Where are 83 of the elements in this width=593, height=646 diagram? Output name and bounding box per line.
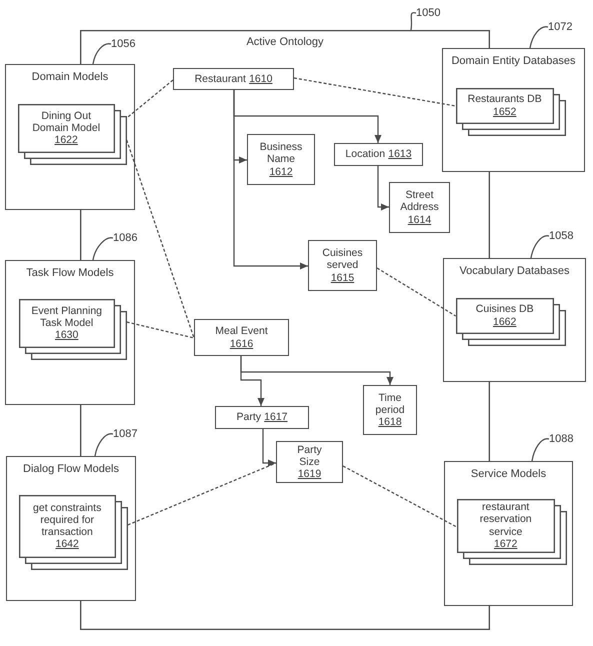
arrow [240,356,264,406]
reference-number: 1642 [56,538,79,551]
node-label: Party Size [296,444,323,468]
leader-line [529,26,548,48]
frame-title: Active Ontology [246,36,324,48]
leader-line [531,438,550,462]
concept-box [334,143,423,166]
group-panel [5,260,135,405]
group-panel [444,461,573,606]
panel-title: Vocabulary Databases [459,265,570,277]
reference-number: 1662 [493,316,516,328]
reference-number: 1619 [298,468,322,480]
arrow [262,429,276,466]
reference-number: 1617 [264,411,288,424]
group-panel [6,456,136,601]
connector-line [127,462,276,526]
leader-line [92,237,114,260]
node-label: Cuisines served [321,247,364,272]
concept-box [194,319,289,356]
node-label: Event Planning Task Model [30,304,103,330]
stacked-cards [18,494,128,570]
node-label: Restaurant [194,72,246,85]
callout-number: 1050 [416,6,440,20]
reference-number: 1618 [378,416,402,428]
node-label: Street Address [399,189,440,214]
stacked-cards [456,498,567,565]
stacked-cards [18,104,127,165]
arrow [233,90,308,270]
node-label: Location [345,148,386,160]
leader-line [410,12,416,30]
leader-line [94,433,114,456]
leader-line [92,43,112,64]
concept-box [308,240,377,291]
connector-line [126,80,174,118]
callout-number: 1058 [549,229,574,243]
node-label: Restaurants DB [468,93,542,106]
callout-number: 1088 [549,432,574,446]
node-label: restaurant reservation service [478,501,533,538]
reference-number: 1616 [230,338,254,350]
callout-number: 1056 [111,37,136,51]
node-label: Cuisines DB [476,303,534,316]
arrow [377,166,389,210]
reference-number: 1615 [330,272,354,284]
panel-title: Domain Entity Databases [451,55,576,67]
reference-number: 1630 [55,329,78,342]
node-label: get constraints required for transaction [32,502,102,538]
node-label: Party [236,411,261,424]
panel-title: Domain Models [32,71,108,83]
panel-title: Task Flow Models [26,267,114,279]
connector-line [376,267,456,317]
group-panel [442,48,585,172]
concept-box [247,134,315,185]
reference-number: 1672 [494,538,518,550]
group-panel [443,258,586,382]
stacked-cards [456,298,566,346]
callout-number: 1072 [548,20,572,34]
node-label: Dining Out Domain Model [31,110,102,134]
concept-box [215,406,309,429]
connector-line [342,465,457,528]
stacked-cards [456,88,566,136]
reference-number: 1622 [54,134,78,147]
panel-title: Service Models [470,468,546,480]
connector-line [294,77,456,107]
leader-line [530,235,550,258]
node-label: Meal Event [215,325,268,338]
callout-number: 1086 [113,231,138,245]
panel-title: Dialog Flow Models [23,463,119,475]
reference-number: 1614 [408,214,432,226]
group-panel [5,64,135,210]
node-label: Business Name [258,141,304,166]
node-label: Time period [374,392,406,416]
reference-number: 1613 [388,148,412,160]
concept-box [276,441,343,483]
stacked-cards [18,298,127,360]
connector-line [126,321,194,339]
connector-line [126,140,195,338]
reference-number: 1612 [269,166,293,178]
concept-box [363,385,417,435]
concept-box [389,182,450,233]
concept-box [173,68,294,90]
reference-number: 1610 [249,72,272,85]
callout-number: 1087 [113,427,138,441]
reference-number: 1652 [493,106,516,118]
